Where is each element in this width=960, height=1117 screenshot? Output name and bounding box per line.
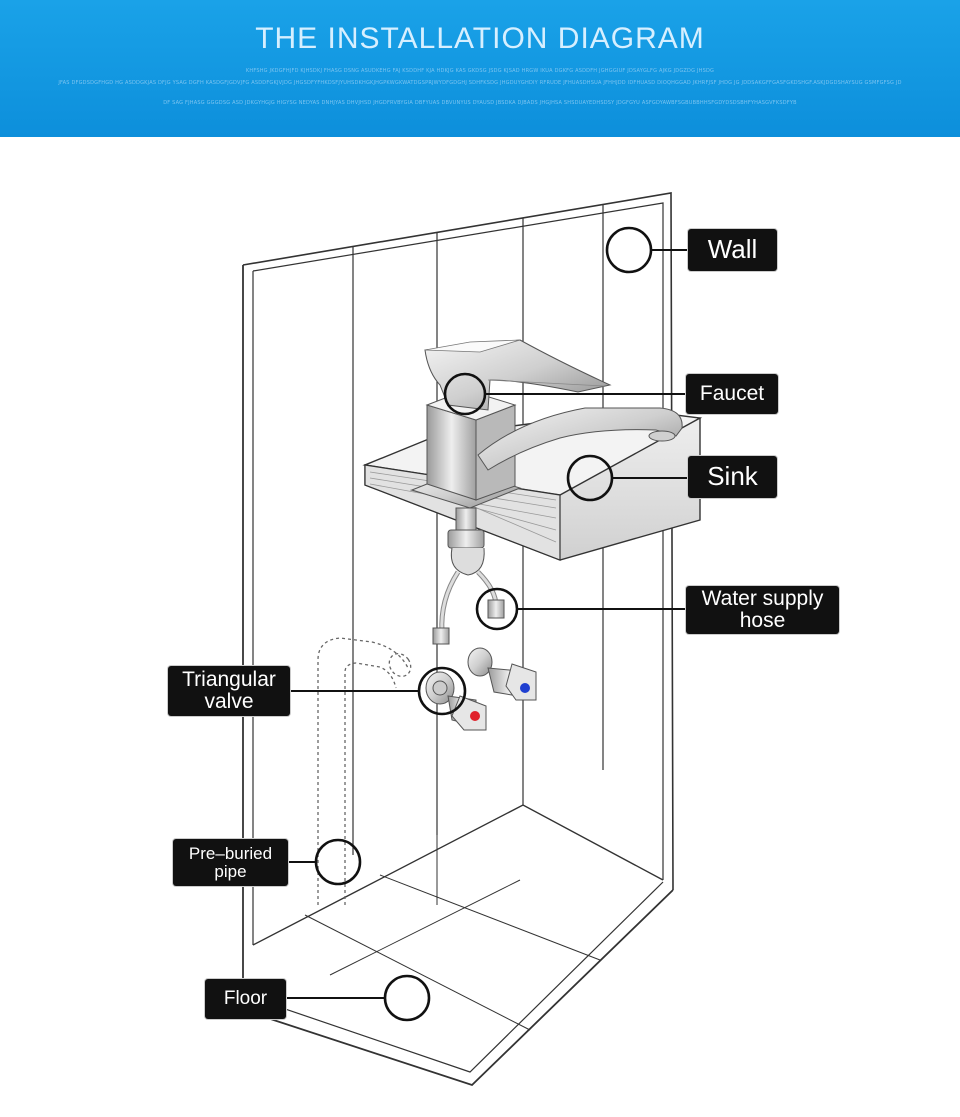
hose-label-line-2: hose: [739, 609, 786, 632]
water-supply-hose-label: Water supply hose: [686, 586, 839, 634]
wall-label: Wall: [688, 229, 777, 271]
fine-print-line-2: JFAS DFGDSDGFHGD HG ASDDGKJAS DFJG YSAG …: [58, 80, 902, 86]
hot-indicator: [470, 711, 480, 721]
pre-buried-pipe: [317, 637, 412, 905]
triangular-valve-label: Triangular valve: [168, 666, 290, 716]
hot-valve: [425, 671, 487, 731]
fine-print-line-1: KHFSHG JKDGFHJFD KJHSDKJ FHASG DSNG ASUD…: [245, 68, 715, 74]
faucet: [410, 339, 683, 509]
cold-indicator: [520, 683, 530, 693]
header-banner: THE INSTALLATION DIAGRAM KHFSHG JKDGFHJF…: [0, 0, 960, 137]
pipe-callout-circle: [314, 838, 362, 886]
triangular-valves: [425, 647, 537, 731]
wall-callout-circle: [605, 226, 653, 274]
floor-callout-circle: [383, 974, 431, 1022]
floor-label: Floor: [205, 979, 286, 1019]
pipe-label-line-2: pipe: [214, 861, 247, 881]
callouts: [286, 226, 688, 1022]
pipe-label-line-1: Pre–buried: [188, 843, 273, 863]
pre-buried-pipe-label: Pre–buried pipe: [173, 839, 288, 886]
faucet-label: Faucet: [686, 374, 778, 414]
faucet-label-text: Faucet: [699, 381, 765, 405]
fine-print-line-3: DF SAG FJHASG GGGDSG ASD JDKGYHGJG HIGYS…: [163, 100, 797, 106]
floor-label-text: Floor: [223, 988, 268, 1010]
sink-label-text: Sink: [707, 461, 758, 492]
wall-outline: [242, 192, 674, 891]
page-title: THE INSTALLATION DIAGRAM: [255, 22, 705, 55]
wall-label-text: Wall: [707, 234, 758, 265]
cold-valve: [467, 647, 537, 701]
sink-label: Sink: [688, 456, 777, 498]
valve-label-line-1: Triangular: [182, 667, 276, 691]
wall-structure: [242, 192, 674, 1087]
hose-label-line-1: Water supply: [701, 586, 824, 610]
valve-label-line-2: valve: [204, 690, 254, 713]
